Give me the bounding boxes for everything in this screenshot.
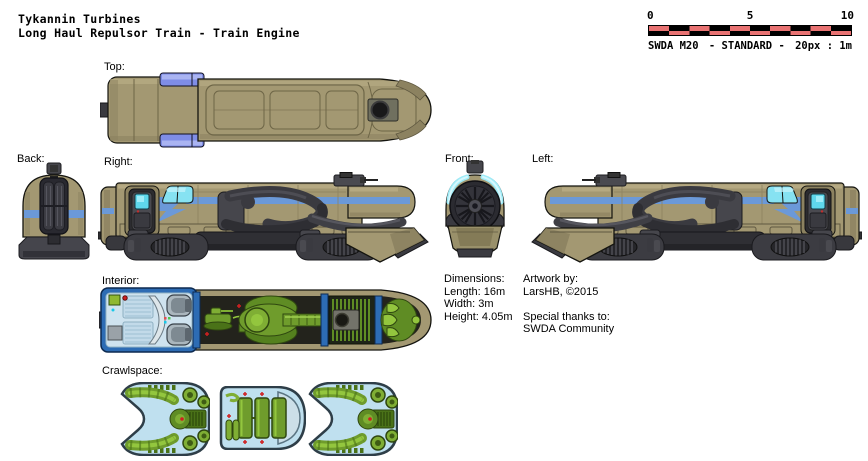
dimensions-block: Dimensions: Length: 16m Width: 3m Height…: [444, 273, 512, 323]
crawlspace-left-module: [122, 383, 210, 455]
page-title: Tykannin Turbines Long Haul Repulsor Tra…: [18, 12, 300, 40]
top-view-label: Top:: [104, 61, 125, 73]
crawlspace-middle-module: [219, 386, 306, 450]
scale-tick-0: 0: [647, 9, 654, 22]
scale-tick-10: 10: [840, 9, 854, 22]
dimension-height: Height: 4.05m: [444, 310, 513, 323]
back-view-drawing: [14, 162, 94, 262]
left-view-drawing: [528, 172, 862, 266]
left-view-label: Left:: [532, 153, 554, 165]
scale-caption: SWDA M20 - STANDARD - 20px : 1m: [648, 40, 852, 52]
credits-block: Artwork by: LarsHB, ©2015 Special thanks…: [523, 273, 614, 336]
scale-ruler-top-row: [649, 26, 851, 31]
scale-tick-5: 5: [746, 9, 754, 22]
front-view-label: Front:: [445, 153, 474, 165]
artist-name: LarsHB, ©2015: [523, 285, 599, 298]
thanks-name: SWDA Community: [523, 323, 615, 335]
scale-bar: 0 5 10 SWDA M20 - STANDARD - 20px : 1m: [647, 9, 854, 55]
scale-ratio: 20px : 1m: [795, 40, 852, 52]
interior-view-label: Interior:: [102, 275, 140, 287]
scale-standard: - STANDARD -: [708, 40, 785, 52]
crawlspace-view-drawing: [100, 376, 400, 460]
back-view-label: Back:: [17, 153, 45, 165]
right-view-label: Right:: [104, 156, 133, 168]
artwork-heading: Artwork by:: [523, 273, 579, 285]
credits-spacer: [523, 298, 614, 311]
scale-spec: SWDA M20: [648, 40, 699, 52]
crawlspace-right-module: [310, 383, 398, 455]
interior-view-drawing: [99, 284, 433, 356]
title-line1: Tykannin Turbines: [18, 12, 141, 26]
crawlspace-view-label: Crawlspace:: [102, 365, 163, 377]
scale-ruler-bottom-row: [649, 30, 851, 35]
title-line2: Long Haul Repulsor Train - Train Engine: [18, 26, 300, 40]
thanks-heading: Special thanks to:: [523, 310, 610, 323]
dimensions-heading: Dimensions:: [444, 273, 505, 285]
dimension-length: Length: 16m: [444, 285, 506, 298]
top-view-drawing: [100, 70, 432, 150]
right-view-drawing: [98, 172, 432, 266]
scale-ruler: [648, 25, 852, 36]
dimension-width: Width: 3m: [444, 298, 494, 310]
front-view-drawing: [440, 160, 510, 262]
